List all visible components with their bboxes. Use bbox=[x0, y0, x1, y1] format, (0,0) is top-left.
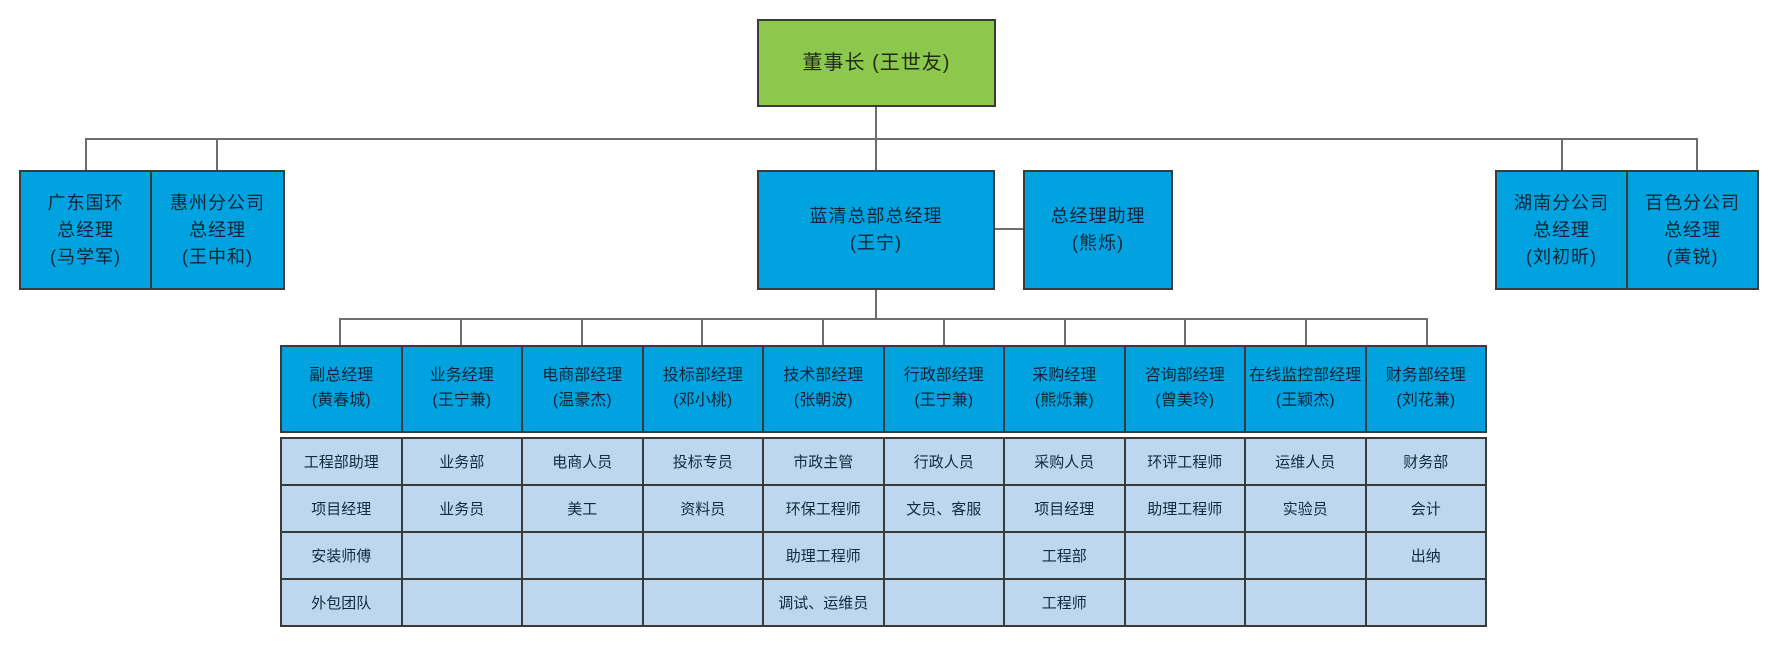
role-cell: 工程部 bbox=[1003, 531, 1126, 580]
role-cell bbox=[641, 531, 764, 580]
department-table: 副总经理 (黄春城) 工程部助理 项目经理 安装师傅 外包团队 业务经理 (王宁… bbox=[280, 345, 1487, 627]
column-body: 市政主管 环保工程师 助理工程师 调试、运维员 bbox=[762, 437, 885, 627]
connector-line bbox=[875, 107, 877, 138]
connector-line bbox=[875, 138, 877, 170]
connector-line bbox=[85, 138, 1698, 140]
role-cell: 采购人员 bbox=[1003, 437, 1126, 486]
role-cell: 财务部 bbox=[1364, 437, 1487, 486]
column-consulting-manager: 咨询部经理 (曾美玲) 环评工程师 助理工程师 bbox=[1123, 345, 1246, 627]
role-cell: 美工 bbox=[521, 484, 644, 533]
column-body: 运维人员 实验员 bbox=[1244, 437, 1367, 627]
connector-line bbox=[1696, 138, 1698, 170]
column-body: 采购人员 项目经理 工程部 工程师 bbox=[1003, 437, 1126, 627]
box-chairman: 董事长 (王世友) bbox=[757, 19, 996, 107]
column-body: 工程部助理 项目经理 安装师傅 外包团队 bbox=[280, 437, 403, 627]
role-cell: 工程部助理 bbox=[280, 437, 403, 486]
role-cell: 项目经理 bbox=[1003, 484, 1126, 533]
connector-line bbox=[1184, 318, 1186, 345]
role-cell: 业务员 bbox=[400, 484, 523, 533]
column-body: 行政人员 文员、客服 bbox=[882, 437, 1005, 627]
role-cell: 运维人员 bbox=[1244, 437, 1367, 486]
role-cell bbox=[1244, 578, 1367, 627]
column-procurement-manager: 采购经理 (熊烁兼) 采购人员 项目经理 工程部 工程师 bbox=[1003, 345, 1126, 627]
column-deputy-gm: 副总经理 (黄春城) 工程部助理 项目经理 安装师傅 外包团队 bbox=[280, 345, 403, 627]
role-cell: 环保工程师 bbox=[762, 484, 885, 533]
connector-line bbox=[1561, 138, 1563, 170]
connector-line bbox=[875, 290, 877, 318]
role-cell: 市政主管 bbox=[762, 437, 885, 486]
column-body: 业务部 业务员 bbox=[400, 437, 523, 627]
box-lanqing-hq-gm: 蓝清总部总经理 (王宁) bbox=[757, 170, 995, 290]
role-cell: 实验员 bbox=[1244, 484, 1367, 533]
connector-line bbox=[1426, 318, 1428, 345]
department-header: 副总经理 (黄春城) bbox=[280, 345, 403, 433]
column-body: 财务部 会计 出纳 bbox=[1364, 437, 1487, 627]
connector-line bbox=[1064, 318, 1066, 345]
connector-line bbox=[340, 318, 1428, 320]
role-cell bbox=[882, 578, 1005, 627]
department-header: 技术部经理 (张朝波) bbox=[762, 345, 885, 433]
role-cell bbox=[882, 531, 1005, 580]
department-header: 财务部经理 (刘花兼) bbox=[1364, 345, 1487, 433]
role-cell bbox=[400, 578, 523, 627]
role-cell: 安装师傅 bbox=[280, 531, 403, 580]
role-cell: 环评工程师 bbox=[1123, 437, 1246, 486]
role-cell: 电商人员 bbox=[521, 437, 644, 486]
department-header: 行政部经理 (王宁兼) bbox=[882, 345, 1005, 433]
department-header: 采购经理 (熊烁兼) bbox=[1003, 345, 1126, 433]
role-cell: 项目经理 bbox=[280, 484, 403, 533]
connector-line bbox=[216, 138, 218, 170]
box-hunan-branch-gm: 湖南分公司 总经理 (刘初昕) bbox=[1495, 170, 1628, 290]
column-technical-manager: 技术部经理 (张朝波) 市政主管 环保工程师 助理工程师 调试、运维员 bbox=[762, 345, 885, 627]
role-cell: 外包团队 bbox=[280, 578, 403, 627]
role-cell bbox=[400, 531, 523, 580]
connector-line bbox=[339, 318, 341, 345]
connector-line bbox=[1305, 318, 1307, 345]
role-cell: 资料员 bbox=[641, 484, 764, 533]
connector-line bbox=[85, 138, 87, 170]
role-cell: 助理工程师 bbox=[1123, 484, 1246, 533]
role-cell: 行政人员 bbox=[882, 437, 1005, 486]
box-baise-branch-gm: 百色分公司 总经理 (黄锐) bbox=[1626, 170, 1759, 290]
role-cell bbox=[1244, 531, 1367, 580]
box-guangdong-guohuan-gm: 广东国环 总经理 (马学军) bbox=[19, 170, 152, 290]
role-cell: 出纳 bbox=[1364, 531, 1487, 580]
department-header: 咨询部经理 (曾美玲) bbox=[1123, 345, 1246, 433]
connector-line bbox=[701, 318, 703, 345]
department-header: 电商部经理 (温豪杰) bbox=[521, 345, 644, 433]
role-cell: 业务部 bbox=[400, 437, 523, 486]
department-header: 在线监控部经理 (王颖杰) bbox=[1244, 345, 1367, 433]
department-header: 业务经理 (王宁兼) bbox=[400, 345, 523, 433]
connector-line bbox=[943, 318, 945, 345]
role-cell bbox=[1123, 531, 1246, 580]
role-cell: 调试、运维员 bbox=[762, 578, 885, 627]
column-admin-manager: 行政部经理 (王宁兼) 行政人员 文员、客服 bbox=[882, 345, 1005, 627]
connector-line bbox=[460, 318, 462, 345]
role-cell: 投标专员 bbox=[641, 437, 764, 486]
department-header: 投标部经理 (邓小桃) bbox=[641, 345, 764, 433]
column-ecommerce-manager: 电商部经理 (温豪杰) 电商人员 美工 bbox=[521, 345, 644, 627]
column-finance-manager: 财务部经理 (刘花兼) 财务部 会计 出纳 bbox=[1364, 345, 1487, 627]
role-cell: 助理工程师 bbox=[762, 531, 885, 580]
box-huizhou-branch-gm: 惠州分公司 总经理 (王中和) bbox=[150, 170, 285, 290]
column-online-monitoring-manager: 在线监控部经理 (王颖杰) 运维人员 实验员 bbox=[1244, 345, 1367, 627]
role-cell: 工程师 bbox=[1003, 578, 1126, 627]
role-cell bbox=[521, 578, 644, 627]
column-business-manager: 业务经理 (王宁兼) 业务部 业务员 bbox=[400, 345, 523, 627]
column-bidding-manager: 投标部经理 (邓小桃) 投标专员 资料员 bbox=[641, 345, 764, 627]
connector-line bbox=[581, 318, 583, 345]
role-cell bbox=[521, 531, 644, 580]
role-cell: 会计 bbox=[1364, 484, 1487, 533]
connector-line bbox=[822, 318, 824, 345]
box-gm-assistant: 总经理助理 (熊烁) bbox=[1023, 170, 1173, 290]
connector-line bbox=[995, 228, 1023, 230]
role-cell bbox=[641, 578, 764, 627]
role-cell: 文员、客服 bbox=[882, 484, 1005, 533]
column-body: 电商人员 美工 bbox=[521, 437, 644, 627]
column-body: 环评工程师 助理工程师 bbox=[1123, 437, 1246, 627]
role-cell bbox=[1123, 578, 1246, 627]
role-cell bbox=[1364, 578, 1487, 627]
column-body: 投标专员 资料员 bbox=[641, 437, 764, 627]
